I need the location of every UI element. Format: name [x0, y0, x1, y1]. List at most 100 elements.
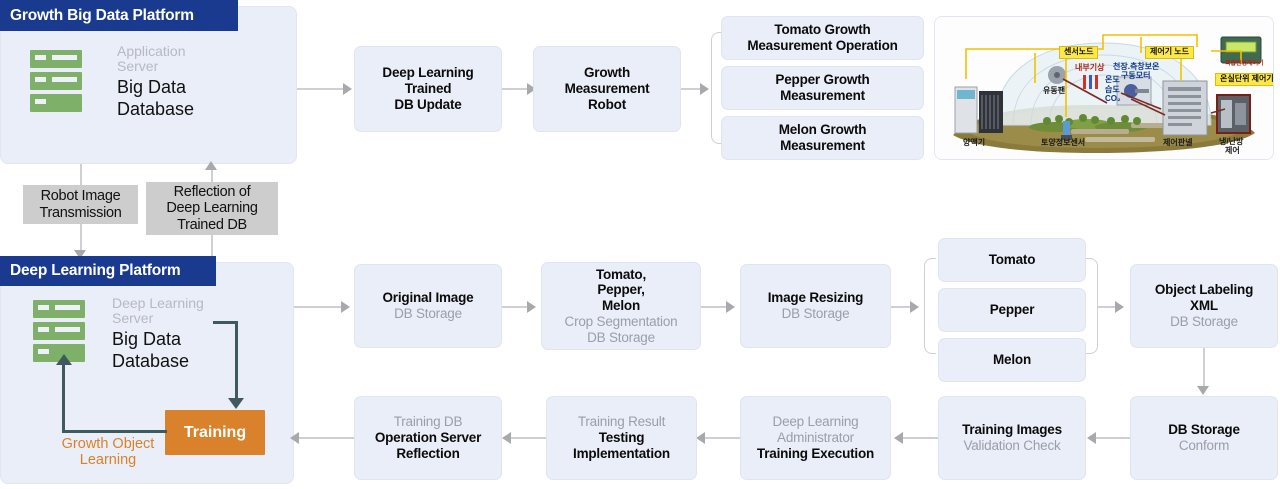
growth-server-label: Application Server Big Data Database: [117, 43, 194, 119]
dbstorage-bold: DB Storage: [1168, 422, 1240, 438]
server-slot: [30, 72, 82, 90]
box-melon-growth-measurement[interactable]: Melon Growth Measurement: [721, 116, 924, 160]
label-ceiling-motor-line2: 구동모터: [1121, 71, 1151, 80]
note-robot-line1: Robot Image: [40, 188, 121, 205]
note-reflection-line2: Deep Learning: [166, 200, 258, 217]
note-robot-image-transmission: Robot Image Transmission: [23, 185, 138, 224]
pepper-measure-line1: Pepper Growth: [775, 72, 870, 88]
dl-server-sub-line1: Deep Learning: [112, 295, 204, 311]
crop-seg-bold1: Tomato,: [595, 266, 647, 282]
label-soil-sensor: 토양정보센서: [1041, 138, 1086, 147]
box-pepper-growth-measurement[interactable]: Pepper Growth Measurement: [721, 66, 924, 110]
box-testing-implementation[interactable]: Training Result Testing Implementation: [546, 396, 697, 480]
deep-learning-platform-title: Deep Learning Platform: [0, 256, 216, 286]
loop-training-to-db-v: [62, 364, 65, 432]
crop-seg-bold3: Melon: [602, 298, 640, 314]
arrowhead-into-training-images: [1087, 432, 1096, 444]
connector-original-to-crop-seg: [502, 306, 530, 308]
box-training-images[interactable]: Training Images Validation Check: [938, 396, 1086, 480]
gol-line1: Growth Object: [61, 436, 155, 452]
training-label: Training: [183, 423, 247, 441]
dltrained-line3: DB Update: [394, 96, 462, 112]
box-operation-server-reflection[interactable]: Training DB Operation Server Reflection: [354, 396, 502, 480]
box-original-image[interactable]: Original Image DB Storage: [354, 264, 502, 348]
label-humidity: 습도: [1105, 85, 1120, 94]
note-robot-line2: Transmission: [39, 204, 122, 221]
connector-dl-to-growth-up-upper: [211, 170, 213, 182]
training-images-bold: Training Images: [962, 422, 1062, 438]
application-server-icon: [30, 50, 82, 112]
crop-seg-light1: Crop Segmentation: [564, 313, 678, 329]
dl-server-sub-line2: Server: [112, 310, 154, 327]
arrowhead-into-dltrained: [343, 83, 352, 95]
loop-db-to-training-h: [213, 321, 238, 324]
arrowhead-into-object-labeling: [1115, 301, 1124, 313]
connector-growth-to-dltrained: [297, 88, 345, 90]
arrowhead-into-measure-group: [700, 83, 709, 95]
growth-object-learning-label: Growth Object Learning: [48, 436, 168, 468]
training-exec-bold: Training Execution: [756, 445, 875, 461]
note-reflection-line3: Trained DB: [177, 216, 247, 233]
arrowhead-into-testing: [696, 432, 705, 444]
loop-arrowhead-into-training: [228, 398, 244, 409]
melon-measure-line2: Measurement: [780, 138, 865, 153]
box-growth-measurement-robot[interactable]: Growth Measurement Robot: [533, 46, 681, 132]
loop-training-to-db-h: [62, 430, 167, 433]
robot-line3: Robot: [588, 96, 626, 112]
connector-resizing-to-crops: [891, 306, 913, 308]
connector-labeling-to-dbstorage-v: [1203, 348, 1205, 388]
server-slot: [33, 344, 85, 362]
original-image-bold: Original Image: [382, 290, 474, 306]
connector-training-images-to-execution: [903, 437, 938, 439]
label-internal-weather: 내부기상: [1075, 63, 1105, 72]
note-reflection-line1: Reflection of: [173, 183, 251, 200]
box-crop-melon[interactable]: Melon: [938, 338, 1086, 382]
note-reflection-trained-db: Reflection of Deep Learning Trained DB: [146, 182, 278, 235]
connector-dbstorage-to-training-images: [1096, 437, 1130, 439]
arrowhead-into-original-image: [341, 301, 350, 313]
arrowhead-into-crop-seg: [527, 301, 536, 313]
label-control-panel: 제어판넬: [1163, 138, 1193, 147]
box-deep-learning-trained-db-update[interactable]: Deep Learning Trained DB Update: [354, 46, 502, 132]
pepper-measure-line2: Measurement: [780, 88, 865, 103]
box-db-storage-conform[interactable]: DB Storage Conform: [1130, 396, 1278, 480]
robot-line2: Measurement: [564, 81, 650, 97]
melon-measure-line1: Melon Growth: [778, 122, 867, 138]
box-crop-segmentation[interactable]: Tomato, Pepper, Melon Crop Segmentation …: [541, 262, 701, 350]
operation-server-bold1: Operation Server: [374, 430, 482, 446]
testing-bold2: Implementation: [573, 445, 670, 461]
robot-line1: Growth: [583, 65, 631, 81]
box-object-labeling-xml[interactable]: Object Labeling XML DB Storage: [1130, 264, 1278, 348]
crop-tomato-label: Tomato: [988, 252, 1036, 268]
connector-dl-to-growth-up-lower: [211, 235, 213, 257]
label-hvac-line1: 냉/난방: [1219, 137, 1244, 146]
label-co2: CO₂: [1105, 94, 1121, 103]
growth-platform-title-text: Growth Big Data Platform: [10, 6, 194, 24]
box-crop-pepper[interactable]: Pepper: [938, 288, 1086, 332]
training-exec-light1: Deep Learning: [772, 414, 859, 430]
box-image-resizing[interactable]: Image Resizing DB Storage: [740, 264, 891, 348]
box-crop-tomato[interactable]: Tomato: [938, 238, 1086, 282]
dltrained-line2: Trained: [404, 81, 452, 97]
crop-seg-bold2: Pepper,: [597, 282, 645, 298]
arrowhead-into-training-execution: [894, 432, 903, 444]
label-ceiling-motor-line1: 천장.측창보온: [1113, 62, 1160, 71]
deep-learning-server-label: Deep Learning Server Big Data Database: [112, 295, 204, 371]
arrowhead-into-crops: [910, 301, 919, 313]
growth-server-sub-line1: Application: [117, 43, 186, 59]
connector-growth-to-dl-down: [80, 164, 82, 185]
dbstorage-light: Conform: [1178, 438, 1230, 453]
arrowhead-down-to-dl-platform: [74, 250, 86, 259]
box-training-execution[interactable]: Deep Learning Administrator Training Exe…: [740, 396, 891, 480]
box-tomato-growth-measurement-operation[interactable]: Tomato Growth Measurement Operation: [721, 16, 924, 60]
deep-learning-platform-title-text: Deep Learning Platform: [10, 262, 181, 279]
training-exec-light2: Administrator: [777, 430, 854, 446]
server-slot: [33, 322, 85, 340]
growth-big-data-platform-title: Growth Big Data Platform: [0, 0, 238, 31]
training-box[interactable]: Training: [165, 410, 265, 455]
connector-cropseg-to-resizing: [701, 306, 729, 308]
greenhouse-illustration-panel: 센서노드 제어기 노드 온실단위 제어기 복합환경제어기 내부기상 온도 습도 …: [934, 16, 1274, 160]
testing-light: Training Result: [577, 414, 666, 430]
deep-learning-server-icon: [33, 300, 85, 362]
label-hvac-line2: 제어: [1225, 146, 1240, 155]
